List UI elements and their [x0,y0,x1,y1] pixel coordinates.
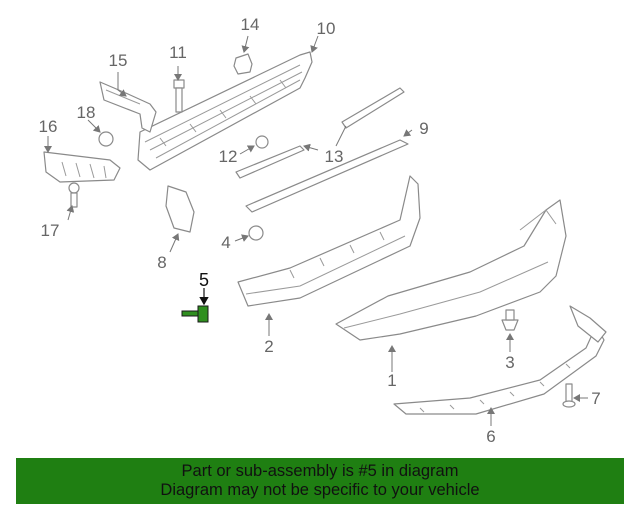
parts-diagram: 1 2 3 4 5 6 7 8 9 10 11 12 13 14 15 16 1… [39,15,607,446]
callout-14[interactable]: 14 [241,15,260,34]
callout-1[interactable]: 1 [387,371,396,390]
callout-13[interactable]: 13 [325,147,344,166]
callout-4[interactable]: 4 [221,233,230,252]
callout-9[interactable]: 9 [419,119,428,138]
callout-15[interactable]: 15 [109,51,128,70]
callout-10[interactable]: 10 [317,19,336,38]
mount-bracket-part [43,151,121,183]
reinforcement-beam-part [137,51,313,171]
nut-18-part [98,131,114,147]
callout-12[interactable]: 12 [219,147,238,166]
bracket-8-part [165,185,195,233]
small-bracket-part [233,53,253,75]
callout-5[interactable]: 5 [199,270,209,290]
nut-12-part [255,135,269,149]
bolt-11-part [173,79,185,113]
molding-strip-part [341,87,405,129]
callout-2[interactable]: 2 [264,337,273,356]
molding-9-part [245,139,409,213]
screw-17-part [68,182,80,208]
bolt-5-highlighted-part [181,305,209,323]
callout-11[interactable]: 11 [169,43,187,62]
callout-18[interactable]: 18 [77,103,96,122]
screw-7-part [562,383,576,408]
clip-3-part [501,309,519,331]
leader-lines [44,35,588,426]
energy-absorber-part [237,175,421,307]
nut-4-part [248,225,264,241]
banner-line-2: Diagram may not be specific to your vehi… [160,481,480,499]
callout-16[interactable]: 16 [39,117,58,136]
info-banner: Part or sub-assembly is #5 in diagram Di… [16,458,624,504]
callout-7[interactable]: 7 [591,389,600,408]
callout-8[interactable]: 8 [157,253,166,272]
lower-valance-part [393,305,607,415]
callout-17[interactable]: 17 [41,221,60,240]
side-bracket-part [99,81,157,133]
callout-6[interactable]: 6 [486,427,495,446]
callout-3[interactable]: 3 [505,353,514,372]
banner-line-1: Part or sub-assembly is #5 in diagram [181,462,459,480]
bumper-cover-part [335,199,567,341]
